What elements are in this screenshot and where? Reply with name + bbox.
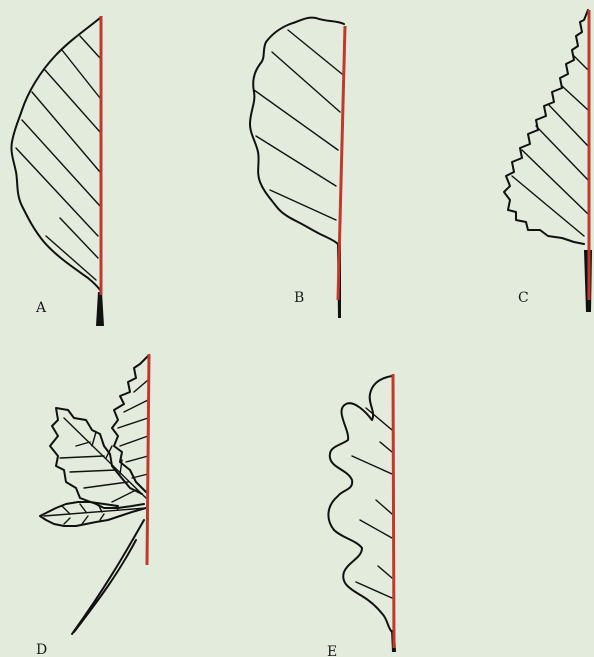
leaf-d-vein — [64, 518, 70, 524]
label-c: C — [518, 290, 529, 306]
leaf-d-vein — [112, 490, 136, 502]
leaf-d-vein — [100, 514, 104, 520]
leaf-d-vein — [118, 418, 148, 428]
leaf-e-vein — [380, 442, 392, 452]
leaf-a-vein — [45, 70, 100, 132]
leaf-c-outline — [504, 10, 588, 244]
leaf-a-vein — [46, 236, 96, 280]
leaf-c-vein — [562, 86, 588, 110]
leaf-d-vein — [62, 506, 70, 514]
leaf-d-midrib — [147, 354, 149, 565]
leaf-d-vein — [80, 504, 86, 512]
leaf-d-vein — [92, 432, 96, 446]
leaf-a-vein — [80, 36, 100, 58]
leaf-b-vein — [256, 136, 336, 186]
leaf-a-vein — [32, 92, 100, 172]
leaf-a-vein — [62, 50, 100, 98]
leaf-d-petiole — [72, 520, 144, 634]
leaf-e-vein — [376, 500, 392, 514]
leaf-e-vein — [378, 566, 392, 578]
leaf-e-vein — [360, 520, 392, 538]
leaf-b-vein — [270, 190, 336, 220]
leaf-d-vein — [124, 400, 148, 412]
leaf-d-vein — [76, 442, 90, 446]
leaf-c-vein — [574, 56, 588, 70]
leaf-e-vein — [352, 456, 392, 474]
leaf-e: E — [327, 374, 396, 657]
leaf-b: B — [250, 18, 345, 318]
leaf-d-vein — [132, 474, 148, 478]
leaf-d-vein — [134, 380, 148, 392]
label-d: D — [36, 642, 47, 657]
leaf-e-vein — [366, 408, 392, 430]
leaf-b-midrib — [338, 26, 345, 300]
leaf-a-vein — [16, 148, 98, 236]
leaf-e-midrib — [393, 374, 394, 648]
leaf-d: D — [36, 354, 149, 657]
leaf-c-vein — [522, 150, 588, 214]
leaf-a-vein — [22, 120, 100, 206]
leaf-c-vein — [512, 176, 584, 236]
leaf-d-vein — [70, 470, 116, 472]
leaf-c-vein — [548, 104, 588, 146]
leaf-d-vein — [60, 456, 104, 458]
leaf-d-vein — [84, 482, 128, 488]
leaf-b-vein — [272, 52, 340, 112]
leaf-b-outline — [250, 18, 344, 244]
leaf-c: C — [504, 10, 592, 312]
label-a: A — [35, 300, 47, 316]
leaf-d-vein — [64, 418, 146, 498]
label-e: E — [327, 644, 337, 657]
leaf-d-vein — [120, 436, 148, 446]
leaf-a-petiole — [96, 292, 104, 326]
leaf-a-outline — [11, 18, 100, 290]
label-b: B — [294, 290, 304, 306]
leaf-b-vein — [288, 30, 342, 74]
leaf-a-vein — [60, 218, 98, 258]
leaf-d-vein — [126, 456, 148, 462]
leaf-a: A — [11, 16, 104, 326]
